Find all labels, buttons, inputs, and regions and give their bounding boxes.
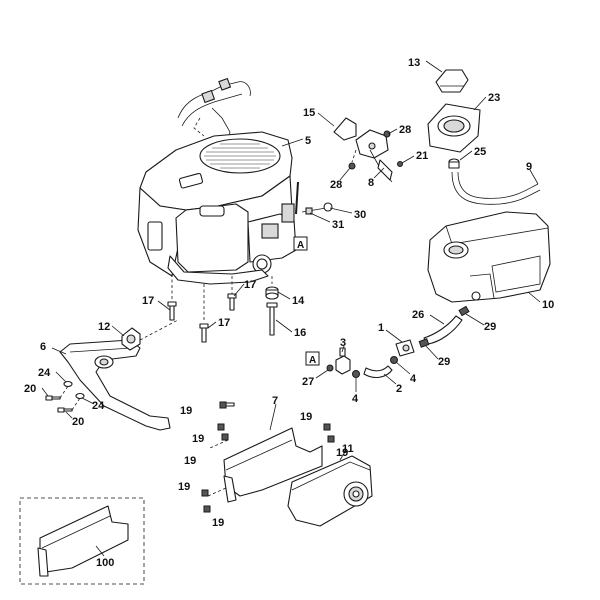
callout-23: 23 xyxy=(488,92,500,104)
callout-4-left: 4 xyxy=(352,393,359,405)
clamp-29-lower xyxy=(418,338,430,348)
callout-8: 8 xyxy=(368,177,374,189)
clip-21 xyxy=(397,161,403,167)
callout-3: 3 xyxy=(340,337,346,349)
callout-19-d: 19 xyxy=(300,411,312,423)
callout-16: 16 xyxy=(294,327,306,339)
fitting-25 xyxy=(448,158,460,169)
fuel-hose-26 xyxy=(423,315,463,345)
callout-19-a: 19 xyxy=(180,405,192,417)
bolt-17-lower xyxy=(199,323,209,343)
callout-19-b: 19 xyxy=(192,433,204,445)
callout-2: 2 xyxy=(396,383,402,395)
heat-shield-100 xyxy=(37,505,129,577)
throttle-cable-assembly xyxy=(177,77,251,141)
fuel-filter-15 xyxy=(333,117,357,141)
breather-hose-9 xyxy=(451,171,541,205)
leader-lines xyxy=(41,60,541,557)
reference-marker-a-fuel-line: A xyxy=(305,351,320,366)
callout-25: 25 xyxy=(474,146,486,158)
screw-28-top xyxy=(383,130,391,138)
callout-20-lower: 20 xyxy=(72,416,84,428)
screw-19-b xyxy=(217,423,225,431)
callout-11: 11 xyxy=(342,443,354,455)
callout-19-e: 19 xyxy=(336,447,348,459)
screw-19-c xyxy=(221,433,229,441)
callout-17-left: 17 xyxy=(142,295,154,307)
callout-24-upper: 24 xyxy=(38,367,51,379)
callout-28-bottom: 28 xyxy=(330,179,342,191)
clamp-29-upper xyxy=(458,305,470,317)
callout-6: 6 xyxy=(40,341,46,353)
callout-4-right: 4 xyxy=(410,373,417,385)
callout-labels: 5 13 23 25 9 10 15 28 21 8 28 30 31 17 1… xyxy=(24,57,554,569)
clamp-27 xyxy=(326,364,334,372)
fuel-hose-2 xyxy=(363,365,393,379)
bolt-17-left xyxy=(167,301,177,321)
filler-neck-23 xyxy=(427,103,481,153)
callout-100: 100 xyxy=(96,557,114,569)
callout-27: 27 xyxy=(302,376,314,388)
callout-21: 21 xyxy=(416,150,428,162)
screw-19-e xyxy=(327,435,335,443)
callout-20-upper: 20 xyxy=(24,383,36,395)
callout-28-top: 28 xyxy=(399,124,411,136)
callout-30: 30 xyxy=(354,209,366,221)
callout-19-c: 19 xyxy=(184,455,196,467)
bolt-16 xyxy=(266,302,278,336)
bolt-20-upper xyxy=(45,395,61,401)
svg-text:A: A xyxy=(297,240,304,251)
bolt-17-mid xyxy=(227,293,237,311)
callout-12: 14 xyxy=(292,295,305,307)
callout-31: 31 xyxy=(332,219,344,231)
callout-26: 26 xyxy=(412,309,424,321)
callout-5: 5 xyxy=(305,135,311,147)
spacer-12 xyxy=(265,286,279,300)
callout-14: 13 xyxy=(408,57,420,69)
callout-13: 12 xyxy=(98,321,110,333)
muffler-11 xyxy=(287,455,373,527)
callout-17-mid: 17 xyxy=(244,279,256,291)
clamp-4-left xyxy=(352,370,360,378)
callout-19-f: 19 xyxy=(178,481,190,493)
screw-28-bottom xyxy=(348,162,356,170)
callout-19-g: 19 xyxy=(212,517,224,529)
clip-31 xyxy=(305,207,313,215)
washer-24-upper xyxy=(63,380,73,388)
reference-marker-a-engine: A xyxy=(293,236,308,251)
fuel-cap-14 xyxy=(435,69,469,93)
callout-9: 9 xyxy=(526,161,532,173)
bolt-20-lower xyxy=(57,407,73,413)
screw-19-a xyxy=(219,401,235,409)
fuel-pump-bracket xyxy=(355,129,393,183)
clamp-4-right xyxy=(390,356,398,364)
engine-block xyxy=(137,131,299,285)
callout-1: 1 xyxy=(378,322,384,334)
callout-29-upper: 29 xyxy=(484,321,496,333)
callout-29-lower: 29 xyxy=(438,356,450,368)
fuel-valve-1 xyxy=(395,339,415,357)
svg-text:A: A xyxy=(309,355,316,366)
heat-shield-7 xyxy=(223,427,323,503)
callout-10: 10 xyxy=(542,299,554,311)
callout-15: 15 xyxy=(303,107,315,119)
fuel-tank-10 xyxy=(427,211,551,303)
screw-19-f xyxy=(201,489,209,497)
washer-24-lower xyxy=(75,392,85,400)
gasket-13 xyxy=(121,327,141,351)
callout-17-lower: 17 xyxy=(218,317,230,329)
screw-19-d xyxy=(323,423,331,431)
callout-24-lower: 24 xyxy=(92,400,105,412)
callout-7: 7 xyxy=(272,395,278,407)
screw-19-g xyxy=(203,505,211,513)
fuel-filter-3 xyxy=(335,347,351,375)
